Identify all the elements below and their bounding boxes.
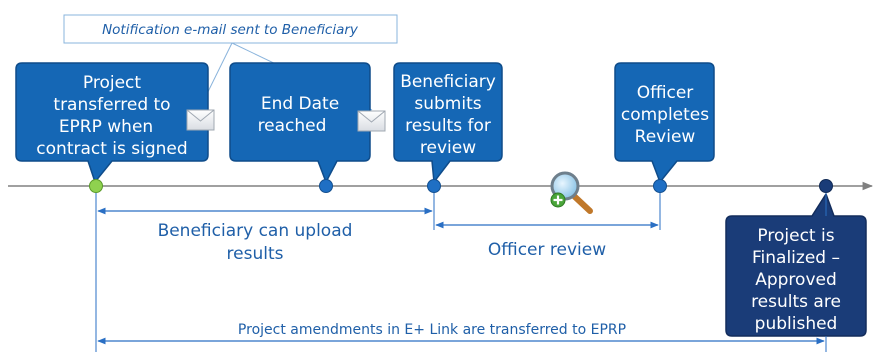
milestone-end-date-line-2: reached <box>258 116 327 136</box>
milestone-submit-line-3: results for <box>405 116 491 136</box>
notification-text: Notification e-mail sent to Beneficiary <box>102 22 359 38</box>
milestone-officer-line-1: Officer <box>637 83 694 103</box>
milestone-submit-callout: Beneficiary submits results for review <box>393 62 503 184</box>
milestone-final-callout: Project is Finalized – Approved results … <box>725 192 867 337</box>
upload-period-label-line-2: results <box>227 244 284 264</box>
milestone-transfer-line-3: EPRP when <box>59 117 153 137</box>
milestone-transfer-line-2: transferred to <box>53 95 170 115</box>
milestone-officer-line-3: Review <box>635 127 696 147</box>
notification-box <box>63 14 398 44</box>
milestone-transfer-line-4: contract is signed <box>36 139 187 159</box>
upload-period-label-line-1: Beneficiary can upload <box>158 221 353 241</box>
milestone-submit-line-1: Beneficiary <box>400 72 496 92</box>
milestone-final-line-5: published <box>755 314 838 334</box>
milestone-submit-line-4: review <box>420 138 476 158</box>
milestone-final-line-2: Finalized – <box>752 248 840 268</box>
envelope-icon <box>357 110 386 132</box>
timeline-dot-final <box>819 179 833 193</box>
milestone-officer-callout: Officer completes Review <box>614 62 715 184</box>
magnifier-plus-icon <box>550 171 593 214</box>
timeline-dot-start <box>89 179 103 193</box>
milestone-transfer-callout: Project transferred to EPRP when contrac… <box>15 62 209 184</box>
timeline-dot-end-date <box>319 179 333 193</box>
milestone-end-date-callout: End Date reached <box>229 62 371 184</box>
envelope-icon <box>186 109 215 131</box>
milestone-final-line-1: Project is <box>757 226 834 246</box>
review-period-label: Officer review <box>488 240 606 260</box>
timeline-dot-officer <box>653 179 667 193</box>
milestone-officer-line-2: completes <box>621 105 709 125</box>
milestone-transfer-line-1: Project <box>83 73 141 93</box>
milestone-final-line-4: results are <box>751 292 841 312</box>
timeline-dot-submit <box>427 179 441 193</box>
milestone-end-date-line-1: End Date <box>261 94 339 114</box>
milestone-final-line-3: Approved <box>755 270 837 290</box>
milestone-submit-line-2: submits <box>414 94 481 114</box>
amendments-period-label: Project amendments in E+ Link are transf… <box>238 322 626 338</box>
